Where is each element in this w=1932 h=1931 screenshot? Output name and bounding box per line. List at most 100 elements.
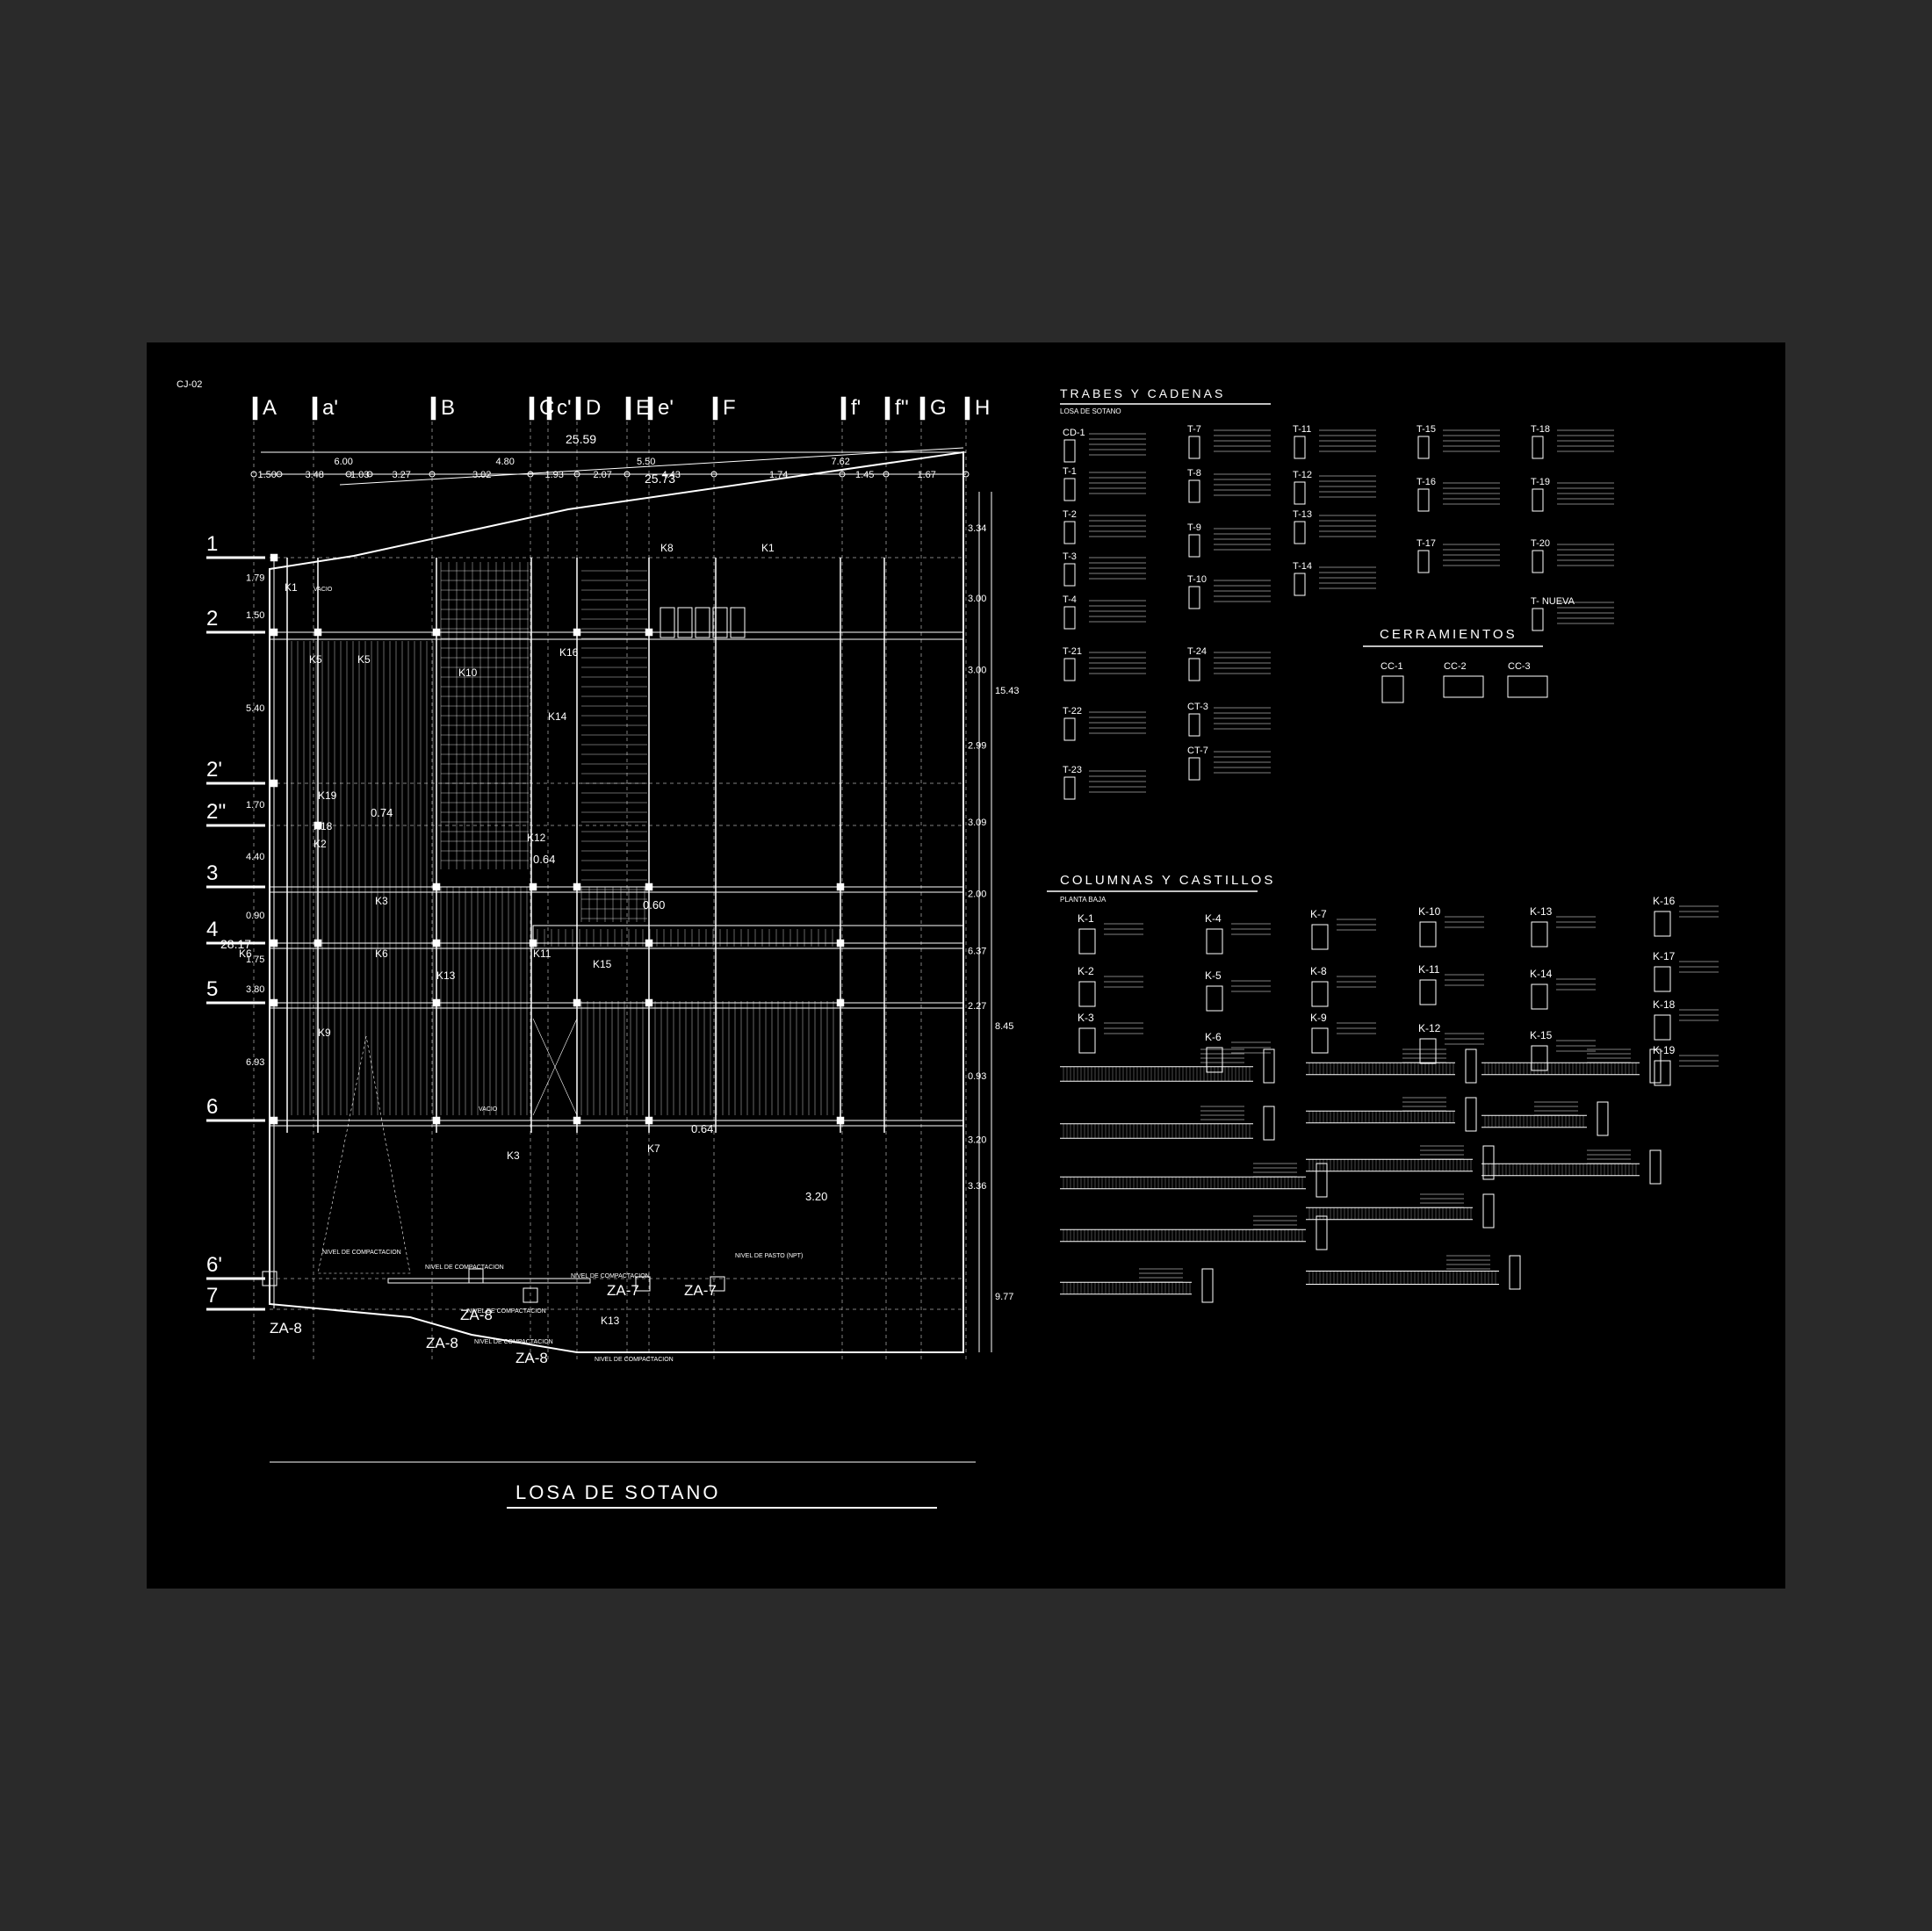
dim-right-total: 9.77 bbox=[995, 1292, 1013, 1302]
axis-label-top: E bbox=[636, 396, 650, 420]
beam-section-outline bbox=[1417, 488, 1430, 512]
column-section-label: K-10 bbox=[1418, 905, 1441, 918]
detail-section bbox=[1316, 1163, 1328, 1198]
plan-note: NIVEL DE COMPACTACION bbox=[571, 1273, 650, 1279]
axis-marker bbox=[430, 396, 436, 421]
column-label: K14 bbox=[548, 710, 567, 723]
column-label: K9 bbox=[318, 1027, 331, 1039]
beam-section-label: T-24 bbox=[1187, 646, 1207, 657]
column-mark bbox=[314, 939, 322, 947]
lintel-outline bbox=[1507, 675, 1548, 698]
axis-label-top: H bbox=[975, 396, 990, 420]
level-mark: 0.60 bbox=[643, 898, 665, 911]
footing-label: ZA-8 bbox=[426, 1335, 458, 1351]
beam-section-label: T-1 bbox=[1063, 466, 1077, 477]
column-label: K13 bbox=[436, 969, 456, 982]
beam-section-outline bbox=[1063, 563, 1076, 587]
column-label: K1 bbox=[761, 542, 775, 554]
column-mark bbox=[645, 998, 653, 1007]
beam-section-outline bbox=[1188, 534, 1200, 558]
column-mark bbox=[432, 628, 441, 637]
footing-label: ZA-7 bbox=[607, 1282, 639, 1299]
window-box bbox=[695, 607, 710, 638]
section-heading: CERRAMIENTOS bbox=[1380, 627, 1517, 642]
dim-right: 3.36 bbox=[968, 1181, 986, 1192]
dim-right: 2.27 bbox=[968, 1001, 986, 1012]
axis-marker bbox=[529, 396, 535, 421]
detail-section bbox=[1316, 1215, 1328, 1250]
column-mark bbox=[573, 628, 581, 637]
column-label: K3 bbox=[507, 1149, 520, 1162]
detail-section bbox=[1597, 1101, 1609, 1136]
dim-tick bbox=[624, 471, 631, 478]
axis-label-top: D bbox=[586, 396, 601, 420]
column-section-label: K-2 bbox=[1078, 965, 1094, 977]
axis-marker bbox=[546, 396, 552, 421]
axis-label-left: 2'' bbox=[206, 800, 227, 824]
dim-left: 1.79 bbox=[246, 573, 264, 584]
axis-label-top: F bbox=[723, 396, 736, 420]
column-section-outline bbox=[1419, 921, 1437, 947]
beam-section-label: T-23 bbox=[1063, 765, 1082, 775]
column-section-outline bbox=[1654, 966, 1671, 992]
plan-note: NIVEL DE COMPACTACION bbox=[474, 1339, 553, 1345]
column-label: K8 bbox=[660, 542, 674, 554]
column-section-label: K-14 bbox=[1530, 968, 1553, 980]
footing-label: ZA-8 bbox=[270, 1320, 302, 1337]
column-section-label: K-9 bbox=[1310, 1012, 1327, 1024]
dim-top-row2: 3.02 bbox=[472, 470, 491, 480]
column-label: K18 bbox=[314, 820, 333, 832]
axis-label-left: 4 bbox=[206, 918, 218, 941]
column-mark bbox=[645, 939, 653, 947]
column-section-outline bbox=[1531, 921, 1548, 947]
detail-section bbox=[1482, 1193, 1495, 1228]
dim-left: 6.93 bbox=[246, 1057, 264, 1068]
column-mark bbox=[270, 553, 278, 562]
column-mark bbox=[270, 628, 278, 637]
column-section-outline bbox=[1311, 924, 1329, 950]
dim-tick bbox=[429, 471, 436, 478]
column-label: K19 bbox=[318, 789, 337, 802]
axis-marker bbox=[712, 396, 718, 421]
dim-right: 3.34 bbox=[968, 523, 986, 534]
window-box bbox=[712, 607, 728, 638]
dim-tick bbox=[345, 471, 352, 478]
beam-section-outline bbox=[1063, 776, 1076, 800]
column-mark bbox=[432, 1116, 441, 1125]
section-subheading: PLANTA BAJA bbox=[1060, 896, 1107, 904]
column-section-label: K-8 bbox=[1310, 965, 1327, 977]
axis-label-top: f'' bbox=[895, 396, 909, 420]
column-label: K2 bbox=[314, 838, 327, 850]
column-label: K3 bbox=[375, 895, 388, 907]
beam-section-outline bbox=[1188, 479, 1200, 503]
lintel-label: CC-1 bbox=[1381, 661, 1403, 672]
dim-line-diagonal bbox=[339, 447, 964, 486]
level-mark: 3.20 bbox=[805, 1190, 827, 1203]
sheet-title: LOSA DE SOTANO bbox=[515, 1481, 721, 1503]
axis-marker bbox=[312, 396, 318, 421]
column-mark bbox=[836, 1116, 845, 1125]
beam-section-outline bbox=[1417, 436, 1430, 459]
axis-label-top: C bbox=[539, 396, 554, 420]
detail-section bbox=[1263, 1048, 1275, 1084]
beam-section-label: CT-3 bbox=[1187, 702, 1208, 712]
column-mark bbox=[645, 1116, 653, 1125]
column-section-outline bbox=[1654, 1060, 1671, 1086]
dim-tick bbox=[250, 471, 257, 478]
dim-top-row1: 5.50 bbox=[637, 457, 655, 467]
beam-section-label: T-11 bbox=[1293, 424, 1311, 435]
footing bbox=[710, 1276, 725, 1292]
axis-label-left: 3 bbox=[206, 861, 218, 885]
window-box bbox=[730, 607, 746, 638]
detail-section bbox=[1509, 1255, 1521, 1290]
plan-note: VACIO bbox=[479, 1106, 498, 1113]
dim-top-row2: 1.67 bbox=[918, 470, 936, 480]
column-section-label: K-1 bbox=[1078, 912, 1094, 925]
footing bbox=[523, 1287, 538, 1303]
column-mark bbox=[529, 883, 537, 891]
dim-top-row2: 2.07 bbox=[594, 470, 612, 480]
dim-top-row2: 3.48 bbox=[306, 470, 324, 480]
section-heading: COLUMNAS Y CASTILLOS bbox=[1060, 873, 1275, 888]
